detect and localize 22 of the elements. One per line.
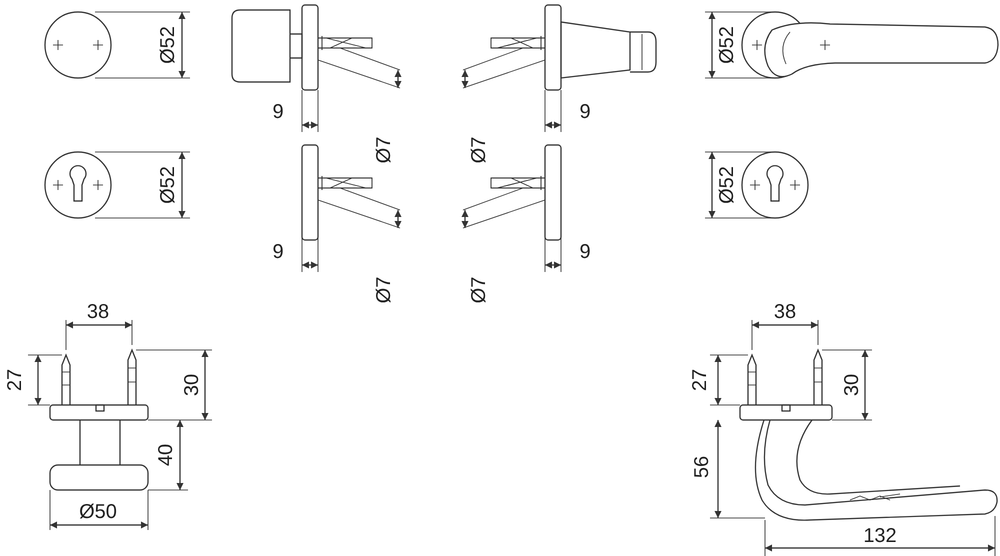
dimension-value: 9 bbox=[579, 102, 591, 122]
dimension-value: Ø7 bbox=[469, 276, 489, 304]
dimension-value: Ø52 bbox=[158, 166, 178, 204]
dimension-value: Ø52 bbox=[717, 166, 737, 204]
dimension-value: Ø7 bbox=[374, 276, 394, 304]
dimension-value: 9 bbox=[579, 242, 591, 262]
dimension-value: 38 bbox=[774, 302, 796, 322]
dimension-value: 30 bbox=[182, 374, 202, 396]
dimension-value: Ø52 bbox=[158, 26, 178, 64]
dimension-value: 30 bbox=[842, 374, 862, 396]
dimension-value: 40 bbox=[156, 444, 176, 466]
dimension-value: 27 bbox=[690, 368, 710, 392]
dimension-value: 9 bbox=[272, 102, 284, 122]
dimension-value: Ø7 bbox=[469, 136, 489, 164]
dimension-value: Ø52 bbox=[717, 26, 737, 64]
dimension-value: 56 bbox=[692, 456, 712, 478]
dimension-value: 132 bbox=[863, 526, 897, 546]
dimension-value: 9 bbox=[272, 242, 284, 262]
dimension-value: 38 bbox=[86, 302, 110, 322]
dimension-value: 27 bbox=[5, 368, 25, 392]
dimension-value: Ø50 bbox=[79, 502, 117, 522]
dimension-value: Ø7 bbox=[374, 136, 394, 164]
